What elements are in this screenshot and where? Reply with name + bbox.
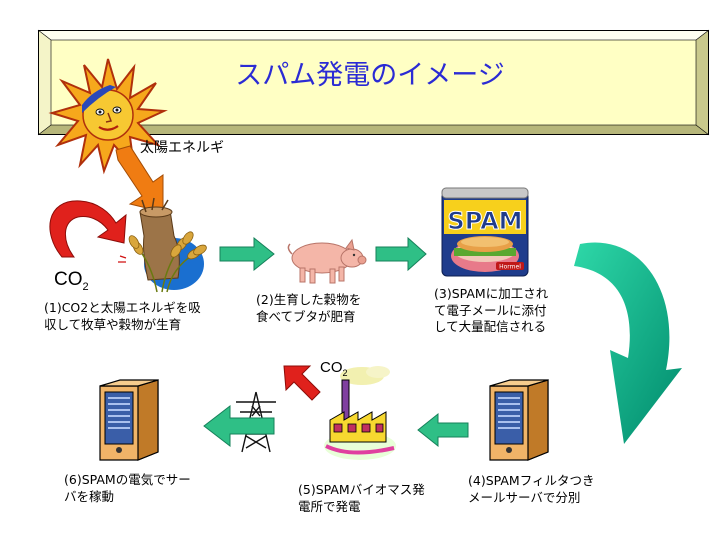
title-banner: [37, 29, 710, 136]
sun-energy-label: 太陽エネルギ: [140, 140, 224, 156]
flow-arrow-2: [375, 236, 427, 272]
can-brand-text: SPAM: [447, 207, 522, 235]
flow-arrow-4: [203, 404, 275, 448]
pig-icon: [287, 238, 367, 284]
step-4-label: (4)SPAMフィルタつき メールサーバで分別: [468, 473, 595, 505]
curved-flow-arrow: [574, 242, 682, 444]
flow-arrow-3: [417, 412, 469, 448]
co2-absorb-arrow: [49, 200, 127, 258]
server-icon: [489, 379, 549, 461]
step-1-label: (1)CO2と太陽エネルギを吸 収して牧草や穀物が生育: [44, 300, 201, 332]
sun-icon: [48, 58, 168, 175]
power-plant-icon: [324, 366, 396, 460]
page-title: スパム発電のイメージ: [235, 60, 505, 91]
step-2-label: (2)生育した穀物を 食べてブタが肥育: [256, 292, 362, 324]
server-icon: [99, 379, 159, 461]
co2-absorb-label: CO2: [54, 269, 89, 293]
spam-can-icon: Hormel SPAM: [441, 187, 529, 277]
step-6-label: (6)SPAMの電気でサー バを稼動: [64, 472, 191, 504]
wheat-icon: [118, 197, 207, 293]
step-3-label: (3)SPAMに加工され て電子メールに添付 して大量配信される: [434, 286, 549, 334]
flow-arrow-1: [219, 236, 275, 272]
co2-emit-label: CO2: [320, 359, 348, 378]
co2-emit-arrow: [283, 365, 321, 401]
can-maker-text: Hormel: [499, 264, 521, 271]
step-5-label: (5)SPAMバイオマス発 電所で発電: [298, 482, 425, 514]
